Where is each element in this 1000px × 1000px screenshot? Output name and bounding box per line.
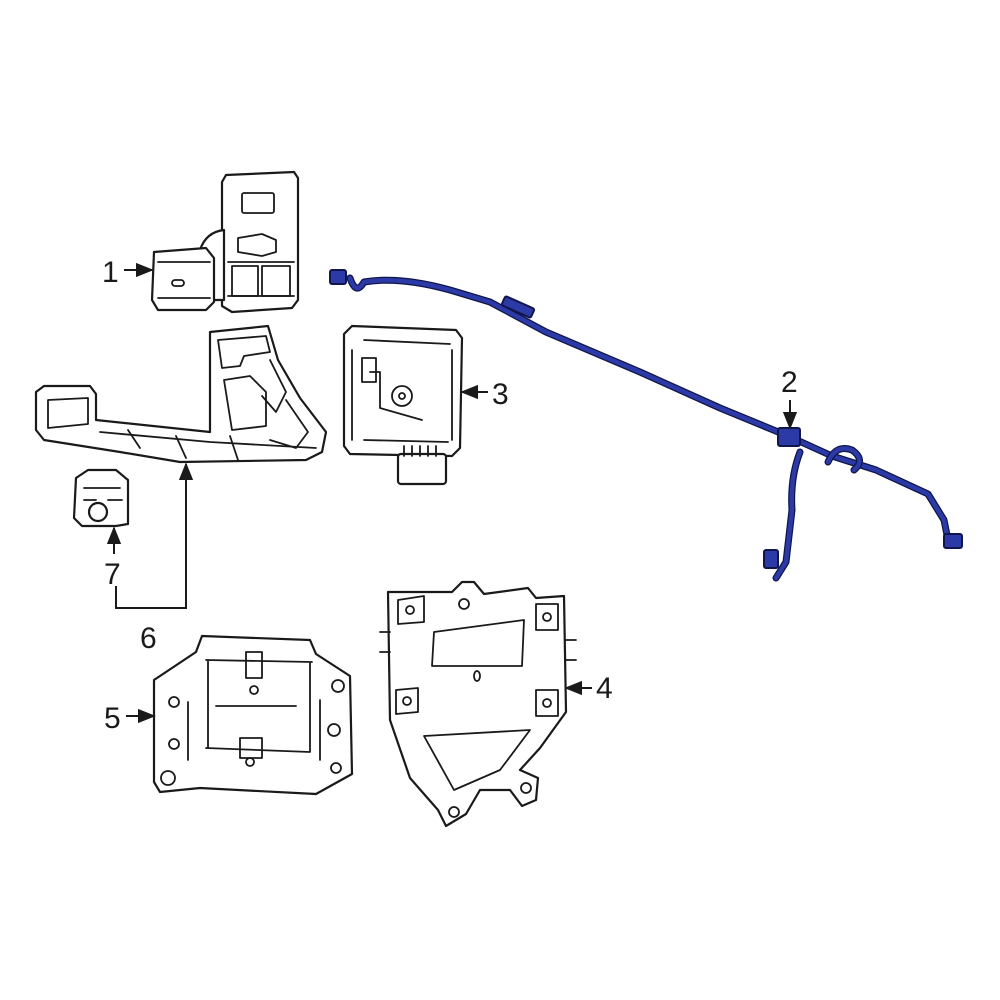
- callout-2: 2: [781, 366, 798, 430]
- part-3-module[interactable]: [342, 324, 464, 486]
- callout-label-3: 3: [492, 378, 509, 411]
- callout-label-4: 4: [596, 672, 613, 705]
- part-4-mounting-plate[interactable]: [379, 580, 577, 828]
- part-2-wiring-harness[interactable]: [329, 269, 963, 582]
- part-7-clip[interactable]: [72, 468, 130, 528]
- callout-label-5: 5: [104, 702, 121, 735]
- part-5-mounting-bracket[interactable]: [152, 634, 354, 796]
- callout-label-1: 1: [102, 256, 119, 289]
- part-1-sensor[interactable]: [150, 170, 300, 314]
- callout-label-6: 6: [140, 622, 157, 655]
- callout-6: 6: [115, 462, 194, 655]
- callout-4: 4: [564, 672, 613, 705]
- callout-7: 7: [104, 526, 122, 591]
- callout-1: 1: [102, 256, 154, 289]
- callout-label-2: 2: [781, 366, 798, 399]
- callout-label-7: 7: [104, 558, 121, 591]
- part-6-bracket[interactable]: [34, 324, 328, 464]
- callout-5: 5: [104, 702, 156, 735]
- callout-3: 3: [460, 378, 509, 411]
